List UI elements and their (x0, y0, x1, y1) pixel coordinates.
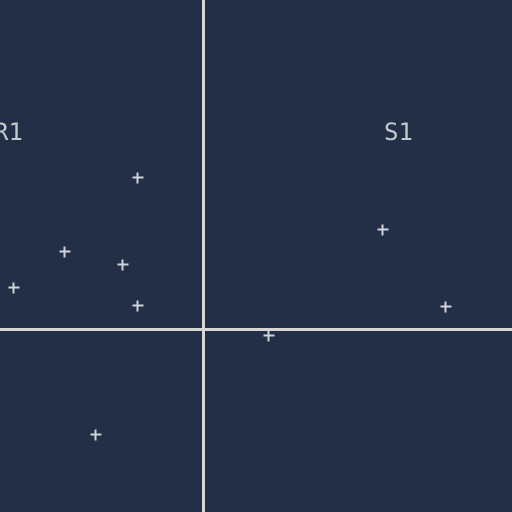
horizontal-axis-line (0, 328, 512, 331)
marker-4[interactable] (8, 282, 20, 294)
marker-2[interactable] (59, 246, 71, 258)
marker-8[interactable] (440, 301, 452, 313)
quadrant-label-right: S1 (384, 118, 413, 146)
marker-3[interactable] (117, 259, 129, 271)
quadrant-label-left: R1 (0, 118, 23, 146)
marker-7[interactable] (377, 224, 389, 236)
vertical-axis-line (202, 0, 205, 512)
marker-6[interactable] (90, 429, 102, 441)
marker-5[interactable] (132, 300, 144, 312)
marker-1[interactable] (132, 172, 144, 184)
marker-9[interactable] (263, 330, 275, 342)
